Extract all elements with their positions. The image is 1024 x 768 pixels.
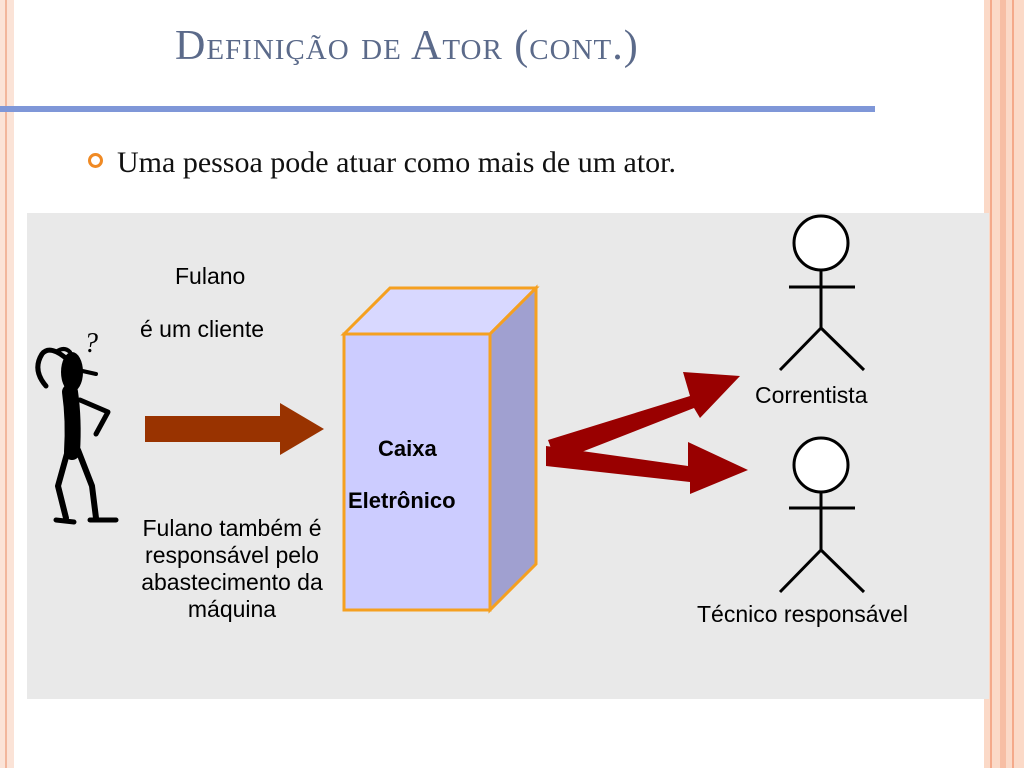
right-decor-stripe: [1000, 0, 1006, 768]
right-decor-border: [984, 0, 1024, 768]
person-role-1-label: é um cliente: [140, 316, 265, 342]
stick-figure-icon: [778, 436, 866, 594]
slide-title: Definição de Ator (cont.): [175, 23, 639, 69]
arrow-icon: [145, 403, 324, 455]
branch-arrows: [546, 372, 748, 494]
person-name-label: Fulano: [175, 263, 246, 289]
arrow-icon: [548, 372, 740, 462]
title-underline: [0, 106, 875, 112]
actor-2-label: Técnico responsável: [697, 601, 908, 627]
arrow-icon: [546, 442, 748, 494]
person-role-2-label: Fulano também é responsável pelo abastec…: [141, 515, 323, 622]
cube-icon: [340, 284, 540, 614]
bullet-icon: [88, 152, 103, 168]
thinking-person-icon: [35, 347, 119, 525]
question-mark: ?: [84, 328, 98, 359]
left-decor-band: [0, 0, 14, 768]
actor-1-label: Correntista: [755, 382, 868, 408]
stick-figure-icon: [778, 214, 866, 372]
right-decor-stripe: [990, 0, 992, 768]
box-label-line2: Eletrônico: [348, 488, 456, 513]
bullet-item: Uma pessoa pode atuar como mais de um at…: [88, 146, 676, 180]
bullet-text: Uma pessoa pode atuar como mais de um at…: [117, 146, 677, 179]
left-decor-line: [5, 0, 7, 768]
box-label-line1: Caixa: [378, 436, 437, 461]
right-decor-stripe: [1012, 0, 1014, 768]
